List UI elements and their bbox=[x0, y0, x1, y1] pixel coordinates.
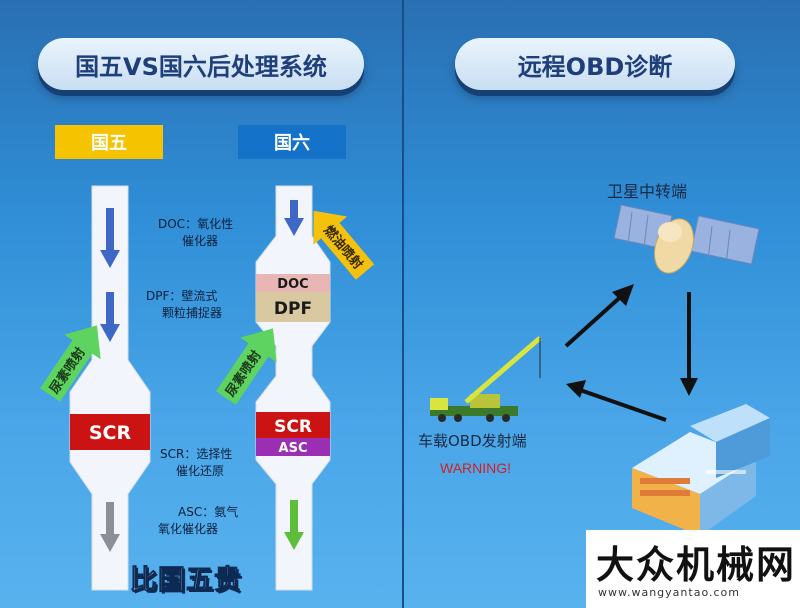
g6-asc-block bbox=[256, 438, 330, 456]
doc-desc-line2: 催化器 bbox=[182, 234, 219, 248]
panel-divider bbox=[402, 0, 404, 608]
dpf-description: DPF：壁流式 颗粒捕捉器 bbox=[146, 288, 222, 322]
g6-asc-label: ASC bbox=[279, 441, 308, 456]
g6-flow-arrow-2 bbox=[284, 500, 304, 550]
tag-guo6-label: 国六 bbox=[274, 133, 310, 154]
g6-dpf-block bbox=[256, 292, 330, 322]
g5-pipe bbox=[69, 185, 151, 591]
asc-description: ASC：氨气 氧化催化器 bbox=[158, 504, 238, 538]
tag-guo5: 国五 bbox=[55, 125, 163, 159]
g5-flow-arrow-3 bbox=[100, 502, 120, 552]
crane-truck-icon bbox=[430, 336, 542, 422]
g6-flow-arrow-1 bbox=[284, 200, 304, 236]
g6-dpf-label: DPF bbox=[274, 299, 312, 319]
g6-scr-block bbox=[256, 412, 330, 438]
scr-desc-line1: SCR：选择性 bbox=[160, 447, 233, 461]
vehicle-label: 车载OBD发射端 bbox=[418, 432, 527, 450]
g5-flow-arrow-1 bbox=[100, 208, 120, 268]
watermark-url: www.wangyantao.com bbox=[598, 586, 740, 599]
scr-description: SCR：选择性 催化还原 bbox=[160, 446, 232, 480]
left-title: 国五VS国六后处理系统 bbox=[75, 52, 327, 81]
g6-doc-label: DOC bbox=[277, 277, 308, 292]
satellite-label: 卫星中转端 bbox=[607, 182, 688, 201]
satellite-icon bbox=[613, 204, 760, 274]
dpf-desc-line2: 颗粒捕捉器 bbox=[162, 306, 223, 320]
scr-desc-line2: 催化还原 bbox=[176, 464, 225, 478]
warning-text: WARNING! bbox=[440, 460, 512, 476]
asc-desc-line2: 氧化催化器 bbox=[158, 522, 219, 536]
tag-guo6: 国六 bbox=[238, 125, 346, 159]
g6-fuel-arrow bbox=[313, 210, 375, 280]
bottom-text: 比国五贵 bbox=[130, 565, 242, 597]
server-building-icon bbox=[632, 404, 770, 536]
g5-scr-block bbox=[70, 414, 150, 450]
watermark-name: 大众机械网 bbox=[596, 543, 797, 587]
arrow-server-to-vehicle bbox=[566, 380, 667, 422]
asc-desc-line1: ASC：氨气 bbox=[178, 505, 239, 519]
tag-guo5-label: 国五 bbox=[91, 133, 127, 154]
left-title-pill: 国五VS国六后处理系统 bbox=[38, 38, 364, 90]
watermark-box: 大众机械网 www.wangyantao.com bbox=[586, 530, 800, 608]
g5-scr-label: SCR bbox=[89, 422, 132, 444]
g5-flow-arrow-2 bbox=[100, 292, 120, 342]
g6-doc-block bbox=[256, 274, 330, 292]
doc-desc-line1: DOC：氧化性 bbox=[158, 217, 234, 231]
dpf-desc-line1: DPF：壁流式 bbox=[146, 289, 218, 303]
g6-scr-label: SCR bbox=[274, 417, 312, 437]
arrow-satellite-to-server bbox=[680, 292, 698, 396]
right-title-pill: 远程OBD诊断 bbox=[455, 38, 735, 90]
right-title: 远程OBD诊断 bbox=[517, 52, 673, 81]
doc-description: DOC：氧化性 催化器 bbox=[158, 216, 233, 250]
arrow-vehicle-to-satellite bbox=[564, 284, 634, 348]
